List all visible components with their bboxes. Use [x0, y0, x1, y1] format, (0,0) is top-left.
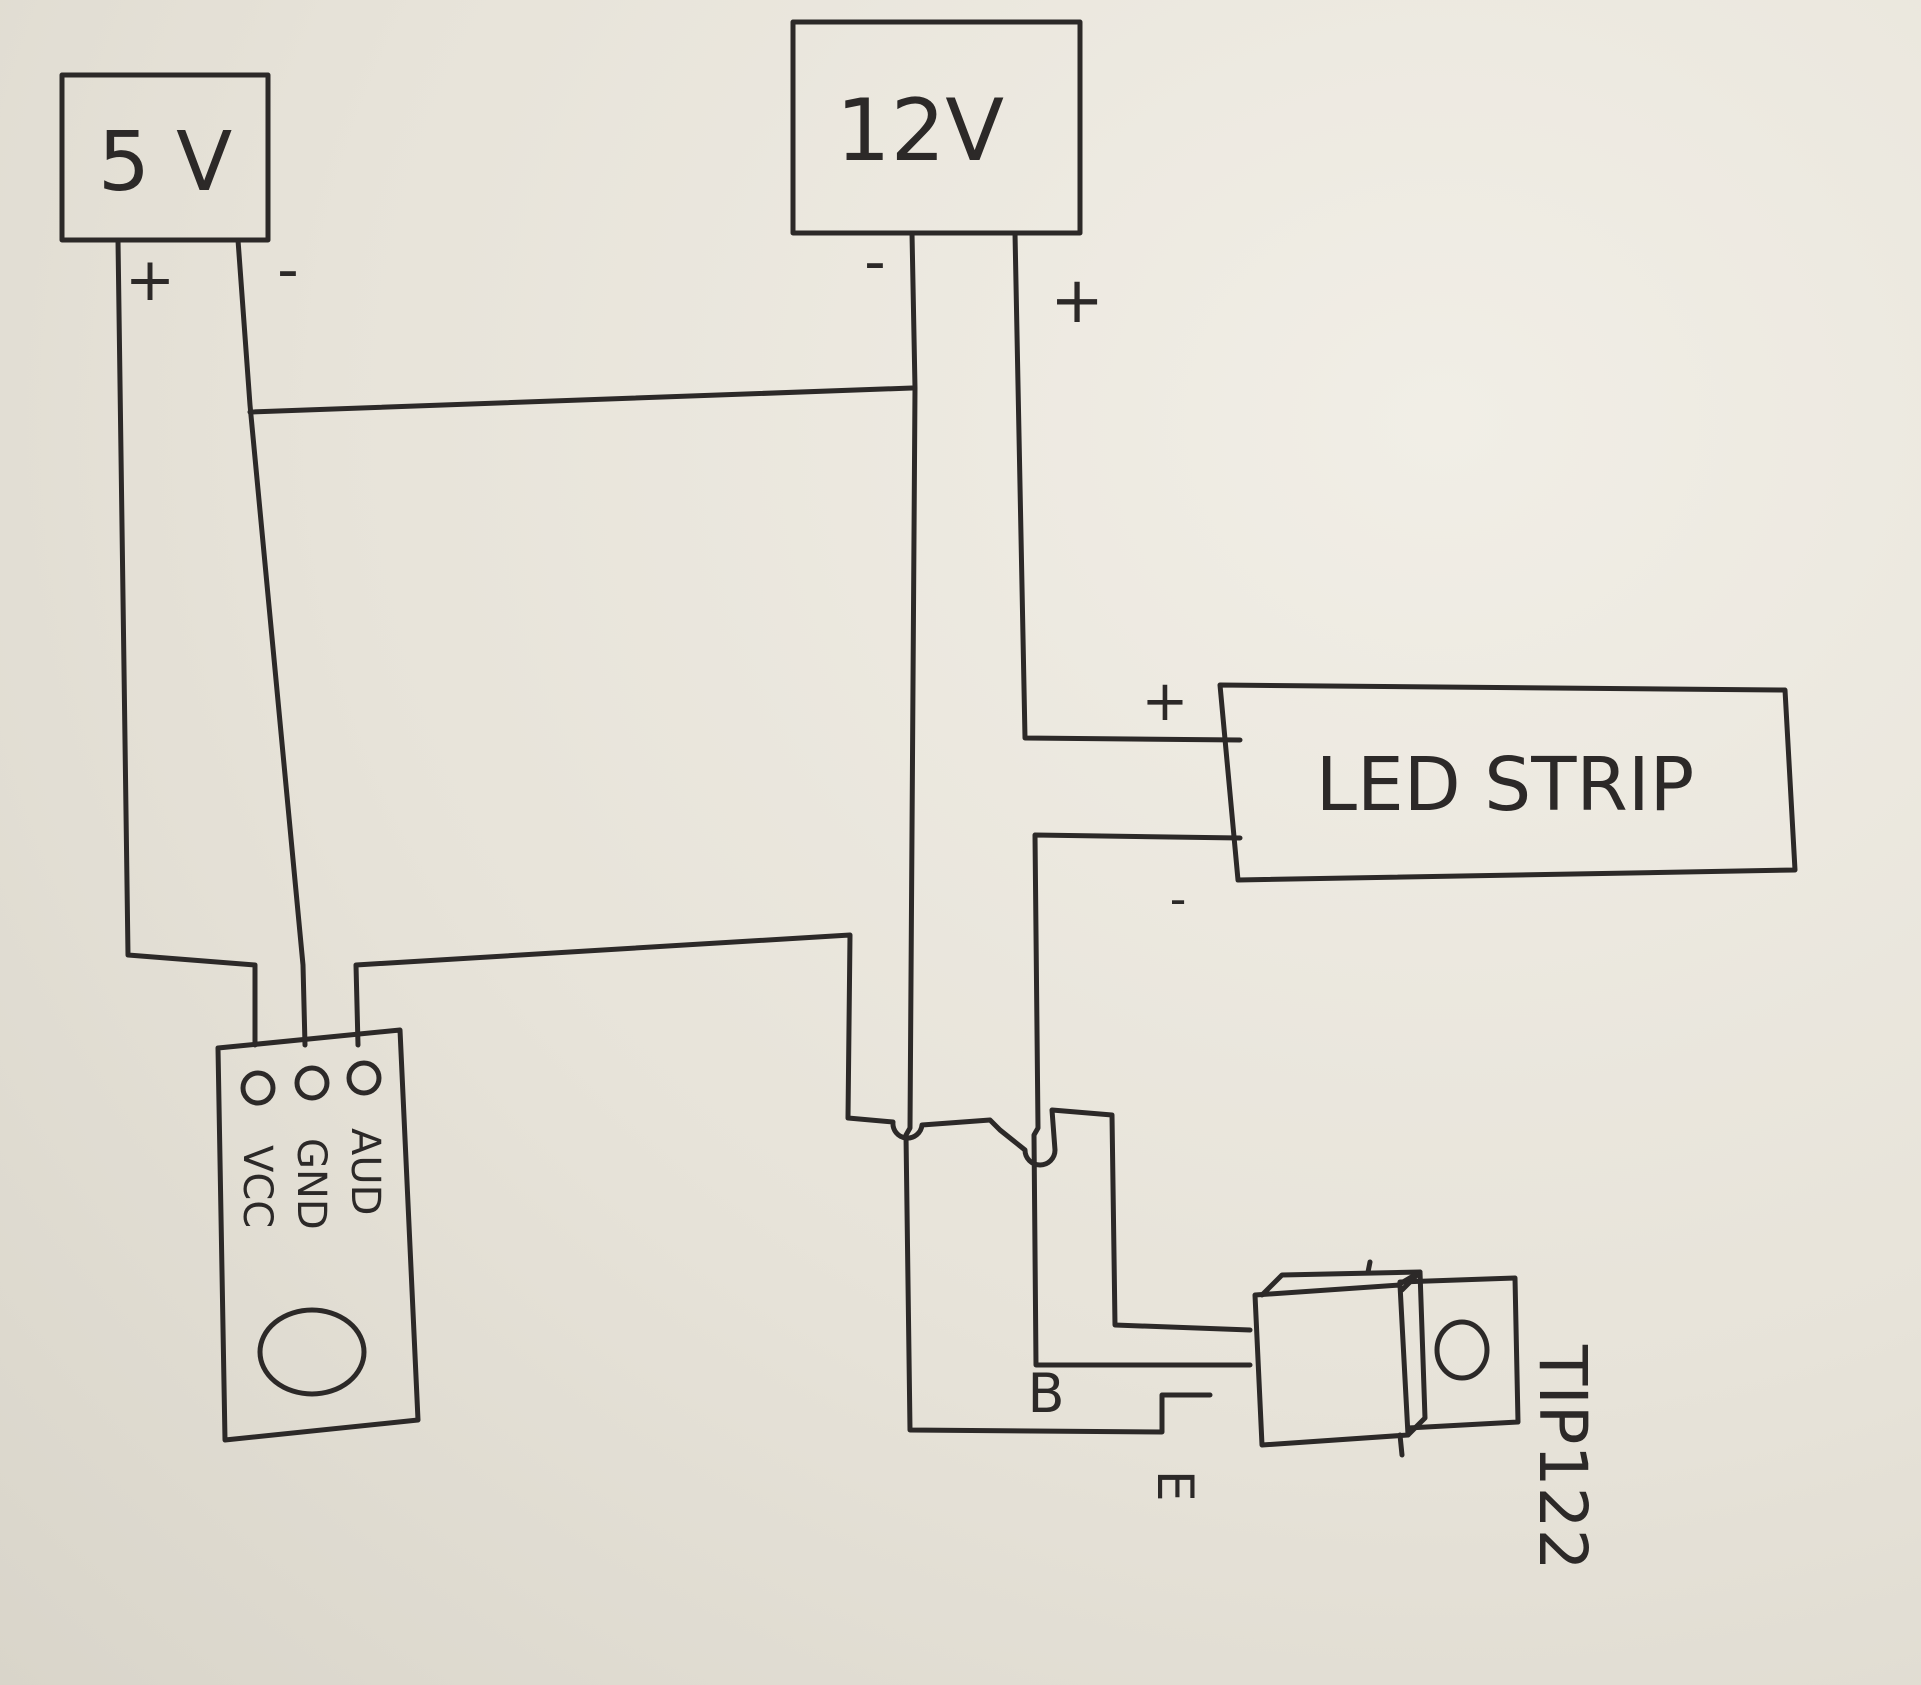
led-strip-minus: -	[1170, 872, 1187, 926]
transistor-tab	[1397, 1275, 1521, 1431]
supply-5v-plus: +	[125, 245, 175, 315]
wire-12v-minus-to-emitter	[903, 230, 1213, 1435]
led-strip-plus: +	[1142, 669, 1189, 734]
transistor-pin-e: E	[1146, 1470, 1204, 1502]
wire-12v-plus-to-led	[1012, 230, 1243, 743]
transistor-tip122: TIP122 B E	[1027, 1259, 1601, 1571]
led-strip-label: LED STRIP	[1316, 742, 1695, 828]
pin-gnd-pad	[294, 1065, 330, 1101]
supply-12v-plus: +	[1050, 264, 1104, 338]
supply-12v-label: 12V	[836, 81, 1004, 181]
transistor-mount-hole	[1434, 1319, 1490, 1381]
sound-sensor-module: VCC GND AUD	[215, 1027, 421, 1443]
pin-vcc-pad	[240, 1070, 276, 1106]
supply-12v: 12V - +	[790, 19, 1104, 338]
wire-5v-plus-to-vcc	[115, 237, 258, 1048]
transistor-body	[1252, 1282, 1411, 1448]
transistor-tab-marks	[1365, 1259, 1405, 1458]
supply-5v: 5 V + -	[59, 72, 299, 315]
transistor-name: TIP122	[1524, 1344, 1601, 1571]
wire-5v-minus-to-gnd	[235, 237, 308, 1048]
led-strip-box	[1217, 682, 1798, 883]
wire-aud-to-base	[353, 932, 1253, 1333]
wire-led-minus-to-collector	[1031, 832, 1253, 1368]
pin-vcc-label: VCC	[234, 1145, 280, 1228]
supply-5v-minus: -	[277, 235, 299, 305]
led-strip: LED STRIP + -	[1142, 669, 1798, 926]
pin-aud-label: AUD	[342, 1128, 388, 1215]
supply-5v-box	[59, 72, 271, 243]
supply-12v-box	[790, 19, 1083, 236]
transistor-pin-b: B	[1027, 1362, 1064, 1425]
supply-5v-label: 5 V	[98, 115, 232, 210]
pin-gnd-label: GND	[288, 1138, 334, 1230]
wire-ground-bridge	[247, 385, 915, 415]
supply-12v-minus: -	[864, 227, 886, 297]
microphone-icon	[257, 1307, 367, 1397]
pin-aud-pad	[346, 1060, 382, 1096]
sensor-board	[215, 1027, 421, 1443]
